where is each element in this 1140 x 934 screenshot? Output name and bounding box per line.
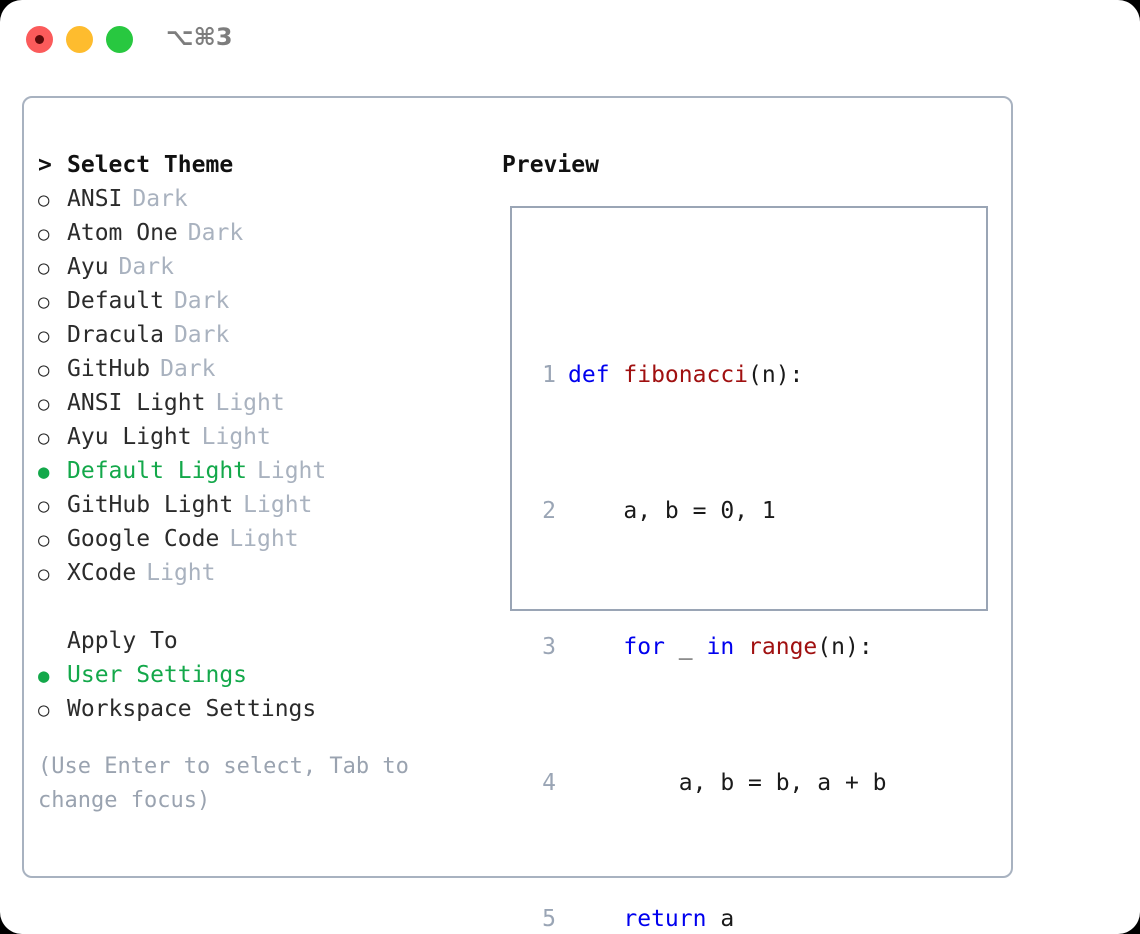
select-theme-header: > Select Theme [38, 148, 488, 182]
theme-option-label: Default [67, 288, 164, 314]
line-number: 2 [542, 498, 556, 524]
theme-option-label: Dracula [67, 322, 164, 348]
code-token-plain: a, b = 0, 1 [568, 498, 776, 524]
theme-option-github-light[interactable]: GitHub Light Light [38, 488, 488, 522]
theme-option-label: ANSI [67, 186, 123, 212]
code-token-plain [568, 634, 623, 660]
theme-option-default-dark[interactable]: Default Dark [38, 284, 488, 318]
radio-unselected-icon [38, 556, 67, 591]
section-spacer [38, 590, 488, 624]
theme-option-tag: Light [201, 424, 271, 450]
radio-unselected-icon [38, 216, 67, 251]
apply-to-option-label: Workspace Settings [67, 696, 317, 722]
theme-option-google-code-light[interactable]: Google Code Light [38, 522, 488, 556]
code-line: 2 a, b = 0, 1 [530, 494, 911, 528]
radio-unselected-icon [38, 284, 67, 319]
theme-option-ayu-dark[interactable]: Ayu Dark [38, 250, 488, 284]
theme-option-tag: Dark [187, 220, 244, 246]
line-number: 3 [542, 634, 556, 660]
code-token-plain: a, b = b, a + b [568, 770, 887, 796]
radio-unselected-icon [38, 386, 67, 421]
code-line: 3 for _ in range(n): [530, 630, 911, 664]
theme-option-tag: Light [146, 560, 216, 586]
radio-unselected-icon [38, 420, 67, 455]
code-token-keyword: in [706, 634, 749, 660]
theme-option-default-light[interactable]: Default Light Light [38, 454, 488, 488]
focus-caret-icon: > [38, 152, 52, 178]
theme-option-label: GitHub Light [67, 492, 234, 518]
code-token-function: fibonacci [623, 362, 749, 388]
minimize-window-button[interactable] [66, 26, 93, 53]
apply-to-header: Apply To [38, 624, 488, 658]
code-token-plain: _ [664, 634, 707, 660]
line-number: 4 [542, 770, 556, 796]
radio-selected-icon [38, 658, 67, 693]
radio-unselected-icon [38, 488, 67, 523]
theme-option-label: XCode [67, 560, 137, 586]
theme-option-tag: Dark [160, 356, 216, 382]
code-token-plain: (n): [817, 634, 873, 660]
apply-to-option-workspace-settings[interactable]: Workspace Settings [38, 692, 488, 726]
theme-option-tag: Dark [173, 288, 230, 314]
radio-unselected-icon [38, 318, 67, 353]
theme-option-ayu-light[interactable]: Ayu Light Light [38, 420, 488, 454]
theme-option-label: GitHub [67, 356, 151, 382]
keyboard-shortcut-label: ⌥⌘3 [166, 23, 233, 51]
theme-option-tag: Dark [173, 322, 230, 348]
theme-option-label: Ayu [67, 254, 109, 280]
theme-option-tag: Light [257, 458, 327, 484]
keyboard-hint: (Use Enter to select, Tab to change focu… [38, 750, 448, 818]
zoom-window-button[interactable] [106, 26, 133, 53]
theme-option-label: Default Light [67, 458, 248, 484]
code-token-keyword: for [623, 634, 665, 660]
apply-to-header-label: Apply To [67, 628, 178, 654]
theme-option-label: Ayu Light [67, 424, 192, 450]
line-number: 5 [542, 906, 556, 932]
theme-option-label: Atom One [67, 220, 178, 246]
theme-option-tag: Light [229, 526, 299, 552]
theme-option-ansi-light[interactable]: ANSI Light Light [38, 386, 488, 420]
radio-unselected-icon [38, 522, 67, 557]
code-token-plain [568, 906, 623, 932]
code-line: 4 a, b = b, a + b [530, 766, 911, 800]
theme-option-dracula-dark[interactable]: Dracula Dark [38, 318, 488, 352]
code-token-plain: a [706, 906, 735, 932]
theme-option-xcode-light[interactable]: XCode Light [38, 556, 488, 590]
code-token-plain: (n): [748, 362, 804, 388]
theme-option-tag: Light [243, 492, 313, 518]
radio-unselected-icon [38, 352, 67, 387]
radio-unselected-icon [38, 692, 67, 727]
radio-selected-icon [38, 454, 67, 489]
title-bar: ⌥⌘3 [0, 0, 1140, 78]
code-token-function: range [748, 634, 818, 660]
hint-line-1: (Use Enter to select, Tab to [38, 754, 409, 779]
radio-unselected-icon [38, 182, 67, 217]
code-token-keyword: def [568, 362, 624, 388]
line-number: 1 [542, 362, 556, 388]
select-theme-header-label: Select Theme [67, 152, 234, 178]
hint-line-2: change focus) [38, 788, 211, 813]
apply-to-option-label: User Settings [67, 662, 248, 688]
code-line: 5 return a [530, 902, 911, 934]
theme-option-label: Google Code [67, 526, 220, 552]
code-token-keyword: return [623, 906, 707, 932]
apply-to-option-user-settings[interactable]: User Settings [38, 658, 488, 692]
theme-option-tag: Light [215, 390, 285, 416]
theme-option-label: ANSI Light [67, 390, 206, 416]
theme-option-tag: Dark [118, 254, 174, 280]
theme-option-atom-one-dark[interactable]: Atom One Dark [38, 216, 488, 250]
theme-option-tag: Dark [132, 186, 188, 212]
close-window-button[interactable] [26, 26, 53, 53]
theme-option-github-dark[interactable]: GitHub Dark [38, 352, 488, 386]
preview-title: Preview [502, 152, 599, 178]
theme-option-ansi-dark[interactable]: ANSI Dark [38, 182, 488, 216]
code-line: 1 def fibonacci(n): [530, 358, 911, 392]
radio-unselected-icon [38, 250, 67, 285]
blank-marker [38, 624, 67, 658]
